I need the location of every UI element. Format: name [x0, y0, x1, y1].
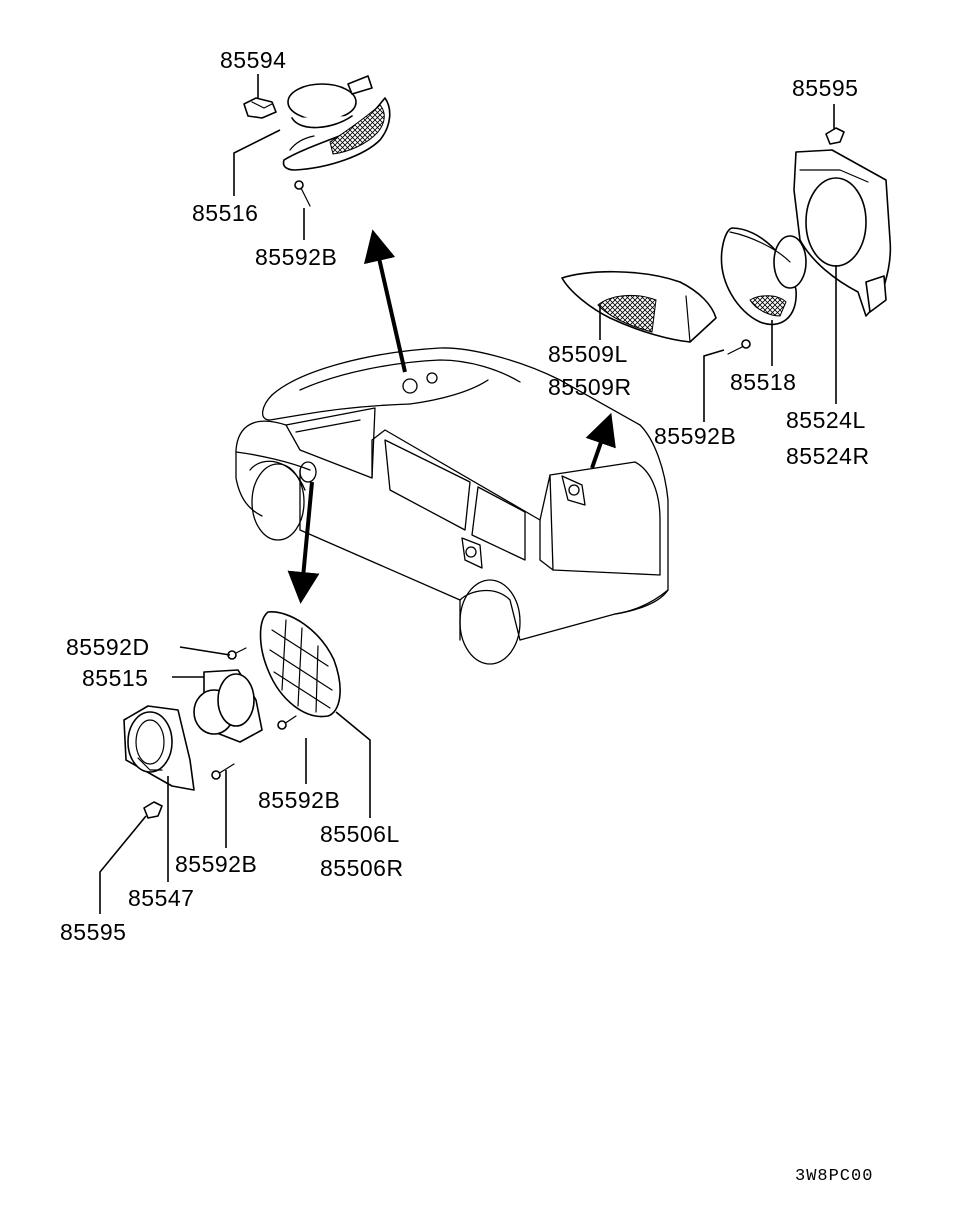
label-85592b-top: 85592B — [255, 244, 337, 270]
label-85509l: 85509L — [548, 341, 628, 367]
label-85595-right: 85595 — [792, 75, 858, 101]
drawing-code: 3W8PC00 — [795, 1167, 873, 1186]
arrow-rear-speaker — [585, 412, 616, 469]
label-85506l: 85506L — [320, 821, 400, 847]
screw-85592b-low — [211, 763, 235, 780]
roof-speaker-assembly — [243, 75, 391, 207]
bolt-85595-left — [143, 801, 163, 819]
door-speaker-assembly — [123, 611, 341, 819]
label-85595-left: 85595 — [60, 919, 126, 945]
speaker-85516 — [282, 97, 391, 171]
vehicle-outline — [235, 347, 669, 665]
arrow-door-speaker — [287, 481, 320, 604]
leader-lines — [99, 74, 837, 914]
screw-85592d — [227, 647, 247, 660]
label-85515: 85515 — [82, 665, 148, 691]
screw-85592b-top — [294, 180, 311, 207]
label-85524l: 85524L — [786, 407, 866, 433]
label-85547: 85547 — [128, 885, 194, 911]
arrow-roof-speaker — [363, 229, 407, 373]
bolt-85595-right — [825, 127, 845, 145]
label-85509r: 85509R — [548, 374, 632, 400]
callout-labels: 85594 85516 85592B 85595 85509L 85509R 8… — [60, 47, 870, 945]
label-85516: 85516 — [192, 200, 258, 226]
label-85506r: 85506R — [320, 855, 404, 881]
clip-85594 — [243, 97, 277, 119]
label-85592b-mid: 85592B — [258, 787, 340, 813]
label-85592b-low: 85592B — [175, 851, 257, 877]
rear-speaker-assembly — [561, 127, 892, 355]
label-85592b-right: 85592B — [654, 423, 736, 449]
label-85518: 85518 — [730, 369, 796, 395]
screw-85592b-right — [727, 339, 751, 355]
screw-85592b-mid — [277, 715, 297, 730]
label-85524r: 85524R — [786, 443, 870, 469]
label-85594: 85594 — [220, 47, 286, 73]
label-85592d: 85592D — [66, 634, 150, 660]
